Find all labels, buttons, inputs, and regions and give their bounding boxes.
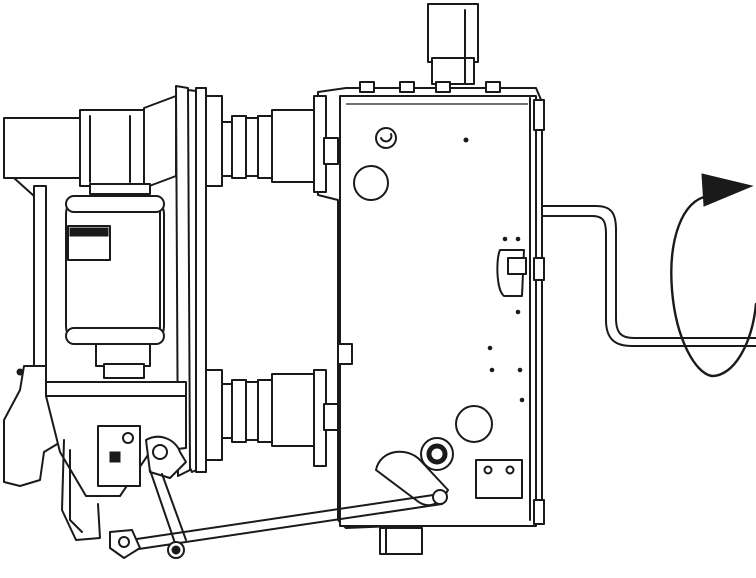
lower-terminal bbox=[3, 365, 187, 547]
mechanism-housing bbox=[317, 81, 545, 555]
top-bracket bbox=[427, 3, 479, 85]
vacuum-interrupter bbox=[33, 185, 165, 379]
crank-handle bbox=[541, 205, 756, 347]
drive-rod bbox=[109, 489, 448, 559]
upper-terminal bbox=[3, 95, 177, 197]
rotation-arrow-icon bbox=[670, 173, 756, 378]
upper-bushing bbox=[205, 95, 339, 193]
lower-bushing bbox=[205, 343, 353, 467]
